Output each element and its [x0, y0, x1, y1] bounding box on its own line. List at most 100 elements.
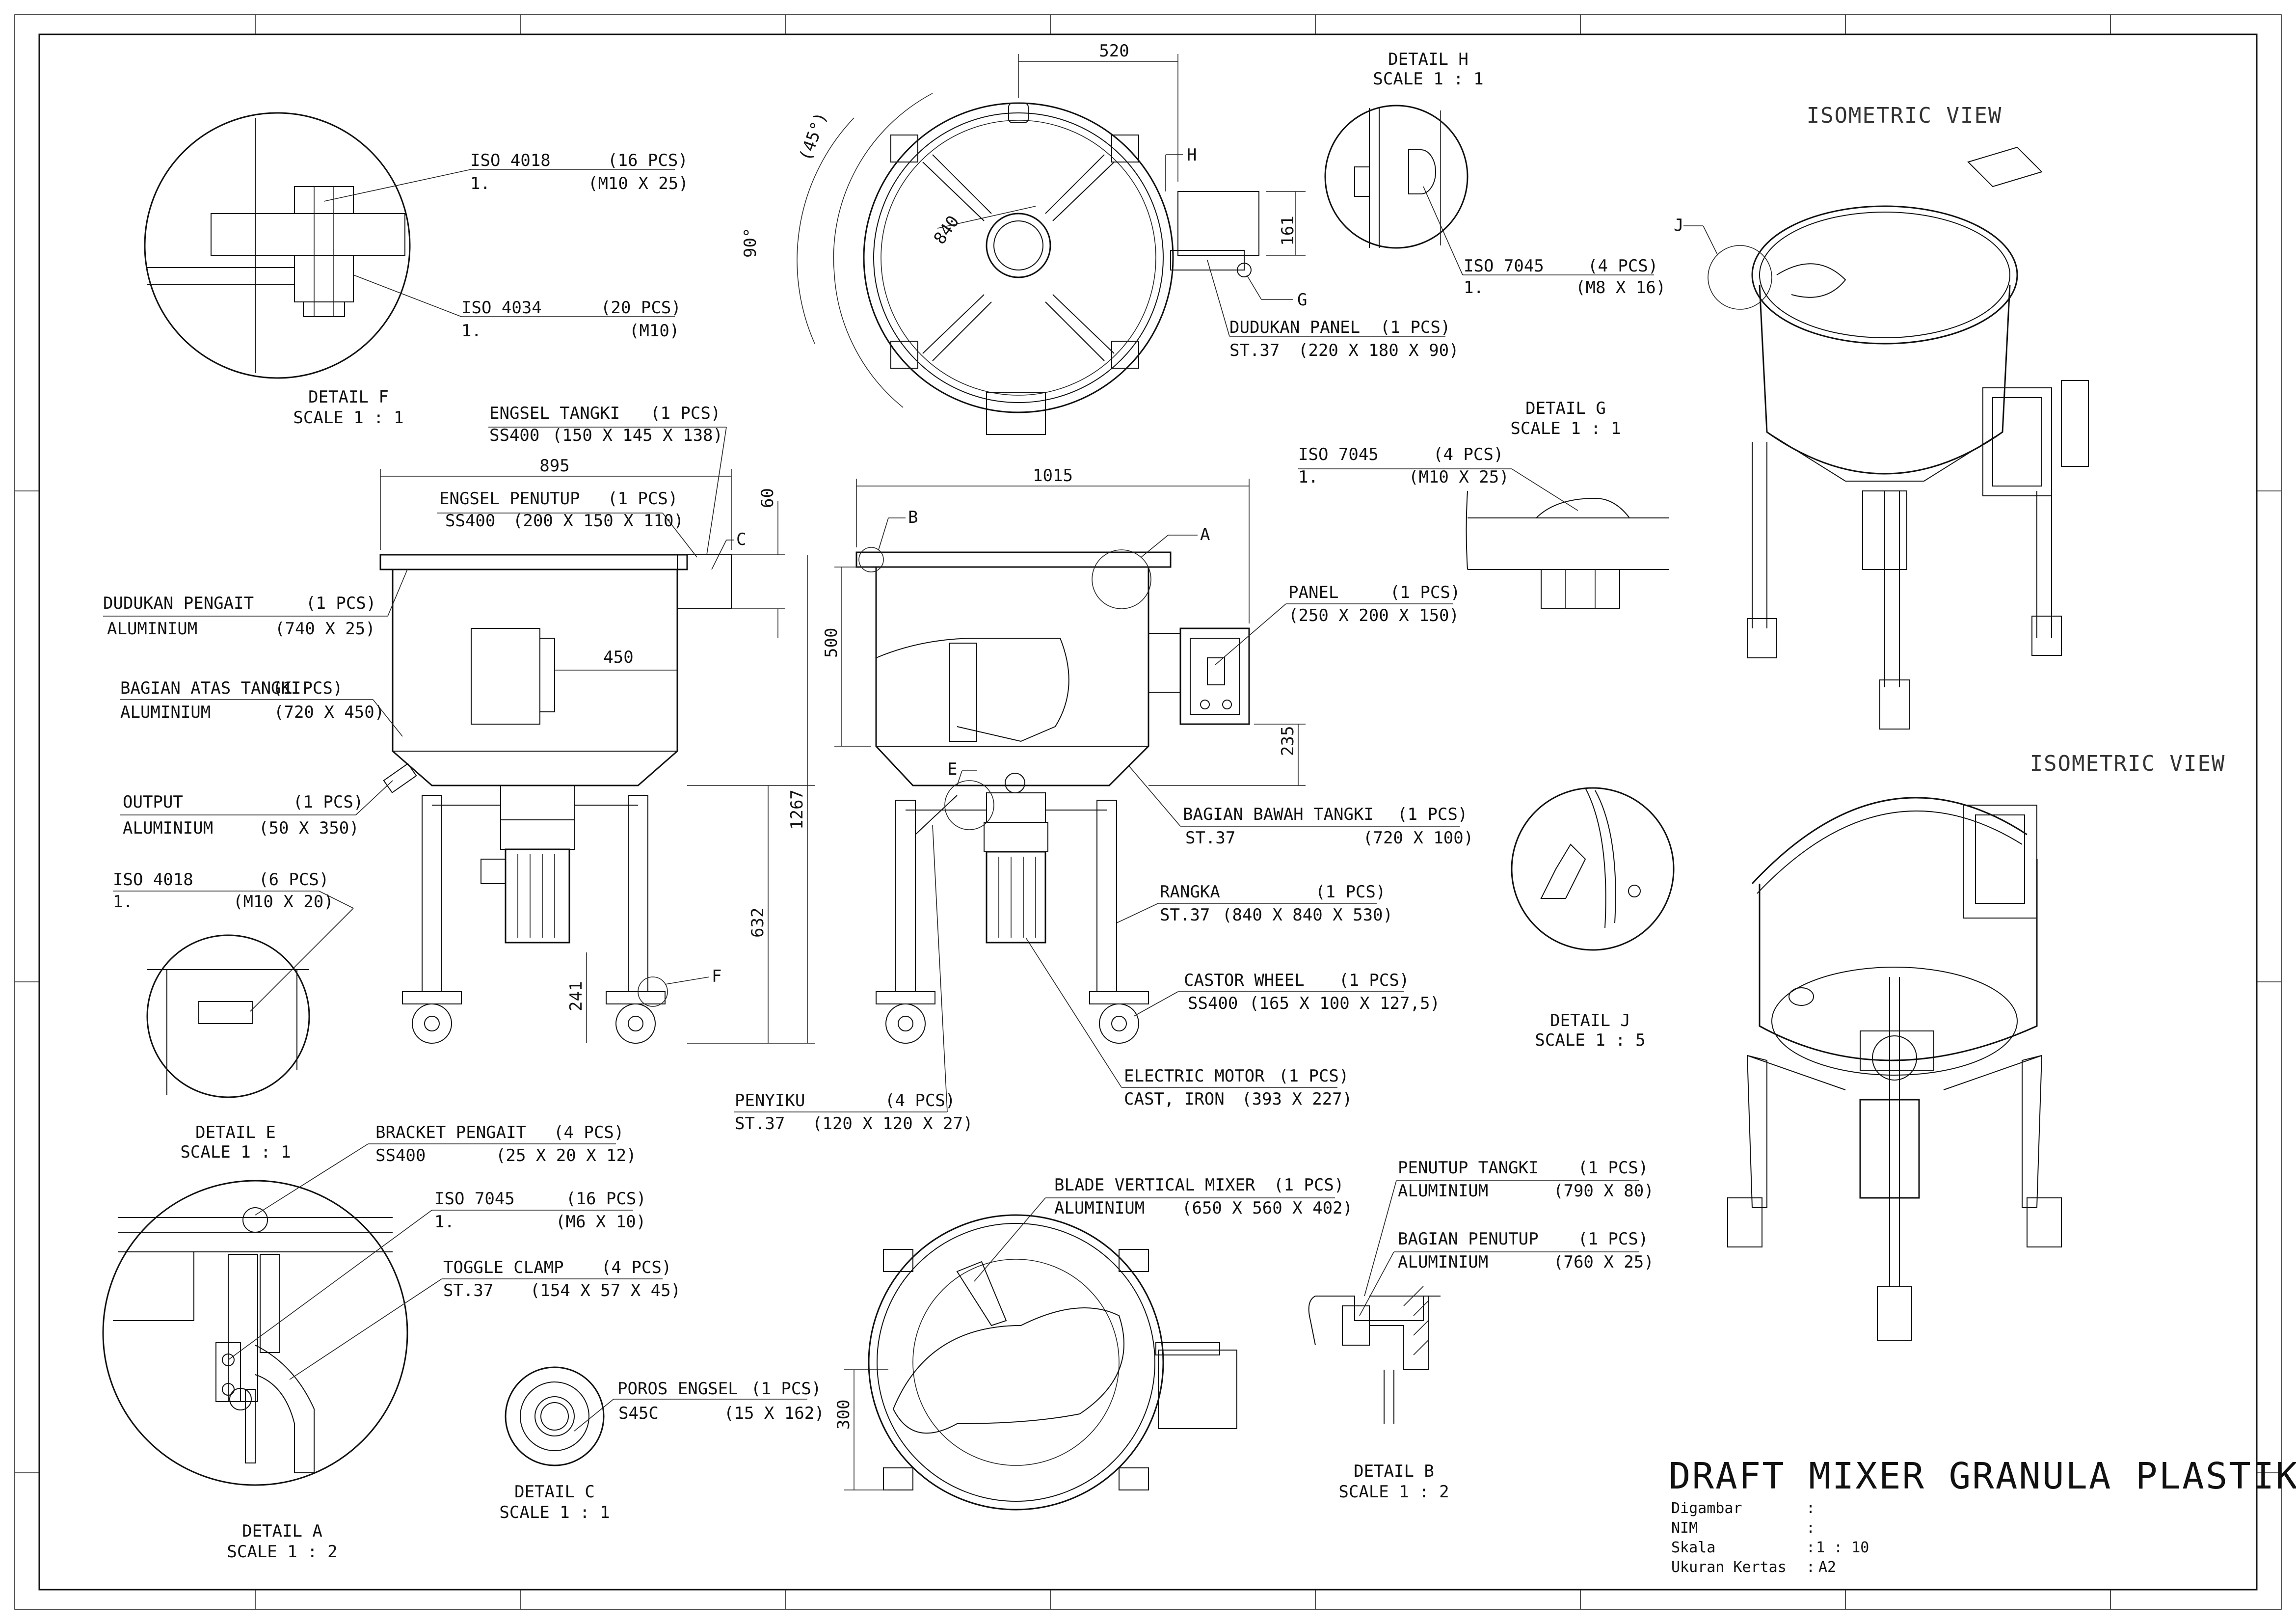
dim-1267: 1267 — [787, 789, 807, 830]
callout-j: J — [1674, 216, 1683, 235]
iso7045-a-mat: 1. — [434, 1212, 454, 1232]
callout-g: G — [1297, 290, 1307, 310]
inner-border — [38, 33, 2258, 1591]
output-mat: ALUMINIUM — [123, 818, 213, 838]
iso-bottom-title: ISOMETRIC VIEW — [2030, 751, 2226, 776]
penyiku-mat: ST.37 — [735, 1114, 785, 1134]
leader-engsel-tangki — [488, 427, 727, 555]
drawing-title: DRAFT MIXER GRANULA PLASTIK — [1669, 1455, 2296, 1497]
leader-panel — [1214, 603, 1453, 666]
leader-bagian-bawah — [1128, 765, 1460, 827]
poros-name: POROS ENGSEL — [617, 1379, 738, 1399]
leader-dudukan-pengait — [103, 569, 408, 617]
leader-penutup-tangki — [1364, 1180, 1639, 1297]
leader-motor — [1025, 937, 1337, 1088]
detail-f-title: DETAIL F — [308, 387, 389, 407]
detail-h-title: DETAIL H — [1388, 50, 1468, 69]
dudukan-pengait-size: (740 X 25) — [275, 619, 375, 639]
iso7045-h-qty: (4 PCS) — [1588, 256, 1658, 276]
leader-c — [711, 540, 734, 570]
detail-c-drawing — [505, 1366, 605, 1466]
detail-c-scale: SCALE 1 : 1 — [499, 1503, 610, 1522]
leader-j — [1683, 225, 1772, 310]
iso7045-g-size: (M10 X 25) — [1409, 467, 1509, 487]
detail-g-scale: SCALE 1 : 1 — [1510, 419, 1621, 438]
leader-iso7045-g — [1298, 468, 1578, 511]
dim-500: 500 — [822, 628, 841, 658]
tb-value-ukuran: A2 — [1818, 1559, 1836, 1576]
bagian-penutup-size: (760 X 25) — [1553, 1252, 1654, 1272]
iso7045-h-size: (M8 X 16) — [1575, 278, 1666, 298]
bracket-qty: (4 PCS) — [554, 1123, 624, 1142]
iso4018-f-mat: 1. — [470, 174, 490, 193]
iso4018-e-size: (M10 X 20) — [233, 892, 334, 912]
detail-c-title: DETAIL C — [514, 1482, 595, 1502]
leader-castor — [1133, 991, 1404, 1017]
castor-name: CASTOR WHEEL — [1184, 971, 1305, 990]
penyiku-qty: (4 PCS) — [885, 1091, 955, 1110]
output-size: (50 X 350) — [259, 818, 359, 838]
dudukan-panel-name: DUDUKAN PANEL — [1229, 318, 1360, 337]
tb-sep-skala: : — [1806, 1539, 1815, 1556]
engsel-penutup-mat: SS400 — [445, 511, 495, 531]
penyiku-size: (120 X 120 X 27) — [812, 1114, 973, 1134]
leader-iso4018-f — [323, 169, 675, 202]
iso4034-f-size: (M10) — [629, 321, 679, 341]
leader-iso7045-a — [228, 1210, 633, 1360]
rangka-mat: ST.37 — [1160, 905, 1210, 925]
motor-size: (393 X 227) — [1242, 1089, 1352, 1109]
iso4034-f-mat: 1. — [461, 321, 481, 341]
leader-iso4018-e — [113, 891, 354, 1012]
callout-b: B — [908, 508, 918, 527]
iso4018-f-name: ISO 4018 — [470, 151, 551, 170]
bagian-bawah-mat: ST.37 — [1185, 828, 1235, 848]
engsel-penutup-name: ENGSEL PENUTUP — [439, 489, 580, 509]
toggle-qty: (4 PCS) — [601, 1258, 671, 1277]
leader-output — [120, 780, 393, 815]
rangka-name: RANGKA — [1160, 882, 1220, 902]
leader-b — [858, 517, 906, 572]
dudukan-panel-qty: (1 PCS) — [1380, 318, 1450, 337]
iso4018-e-qty: (6 PCS) — [259, 870, 329, 890]
bagian-penutup-name: BAGIAN PENUTUP — [1398, 1229, 1539, 1249]
iso7045-h-mat: 1. — [1464, 278, 1484, 298]
bracket-name: BRACKET PENGAIT — [375, 1123, 526, 1142]
dim-632: 632 — [748, 908, 768, 938]
blade-size: (650 X 560 X 402) — [1182, 1198, 1353, 1218]
motor-name: ELECTRIC MOTOR — [1124, 1066, 1265, 1086]
iso4034-f-name: ISO 4034 — [461, 298, 542, 318]
iso4018-e-mat: 1. — [113, 892, 133, 912]
callout-h: H — [1187, 145, 1197, 165]
blade-qty: (1 PCS) — [1274, 1175, 1344, 1195]
top-view-dims — [797, 54, 1306, 408]
tb-sep-nim: : — [1806, 1519, 1815, 1537]
outer-border — [14, 14, 2282, 1610]
penutup-tangki-mat: ALUMINIUM — [1398, 1181, 1488, 1201]
leader-penyiku — [734, 824, 948, 1112]
castor-qty: (1 PCS) — [1339, 971, 1409, 990]
tb-value-skala: 1 : 10 — [1816, 1539, 1869, 1556]
blade-view-dims — [844, 1369, 888, 1490]
engsel-tangki-qty: (1 PCS) — [650, 404, 721, 423]
detail-e-scale: SCALE 1 : 1 — [180, 1142, 291, 1162]
iso4018-e-name: ISO 4018 — [113, 870, 193, 890]
rangka-qty: (1 PCS) — [1315, 882, 1386, 902]
detail-f-scale: SCALE 1 : 1 — [293, 408, 403, 428]
penutup-tangki-name: PENUTUP TANGKI — [1398, 1158, 1539, 1178]
iso4034-f-qty: (20 PCS) — [601, 298, 681, 318]
dim-60: 60 — [758, 488, 777, 508]
dim-520: 520 — [1099, 41, 1129, 61]
tb-label-nim: NIM — [1671, 1519, 1698, 1537]
tb-label-digambar: Digambar — [1671, 1500, 1742, 1517]
detail-b-drawing — [1308, 1286, 1441, 1424]
panel-size: (250 X 200 X 150) — [1288, 606, 1459, 625]
iso7045-g-mat: 1. — [1298, 467, 1318, 487]
toggle-size: (154 X 57 X 45) — [530, 1281, 681, 1300]
dudukan-panel-size: (220 X 180 X 90) — [1298, 341, 1459, 360]
motor-mat: CAST, IRON — [1124, 1089, 1225, 1109]
iso7045-h-name: ISO 7045 — [1464, 256, 1544, 276]
iso7045-a-name: ISO 7045 — [434, 1189, 515, 1209]
dim-450: 450 — [603, 648, 633, 667]
bagian-bawah-name: BAGIAN BAWAH TANGKI — [1183, 805, 1374, 824]
